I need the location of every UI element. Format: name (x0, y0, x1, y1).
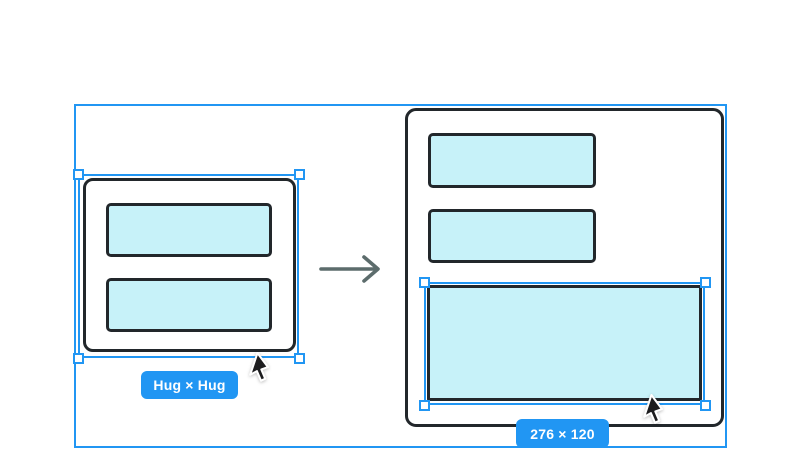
after-child-rect-2[interactable] (428, 209, 596, 263)
before-child-rect-1[interactable] (106, 203, 272, 257)
selection-handle-bottom-left[interactable] (418, 399, 430, 411)
selection-handle-bottom-right[interactable] (293, 352, 305, 364)
arrow-right-icon (319, 255, 380, 283)
selection-handle-top-left[interactable] (72, 168, 84, 180)
cursor-arrow-icon (249, 352, 270, 382)
selection-handle-bottom-left[interactable] (72, 352, 84, 364)
selection-handle-top-right[interactable] (293, 168, 305, 180)
after-child-rect-1[interactable] (428, 133, 596, 188)
selection-handle-top-left[interactable] (418, 276, 430, 288)
selection-handle-top-right[interactable] (699, 276, 711, 288)
parent-frame-selection-outline[interactable] (74, 104, 727, 448)
before-child-rect-2[interactable] (106, 278, 272, 332)
dimensions-badge: 276 × 120 (516, 419, 609, 448)
selection-handle-bottom-right[interactable] (699, 399, 711, 411)
hug-sizing-badge: Hug × Hug (141, 371, 238, 399)
after-resized-child-rect[interactable] (427, 285, 702, 401)
cursor-arrow-icon (643, 394, 664, 424)
